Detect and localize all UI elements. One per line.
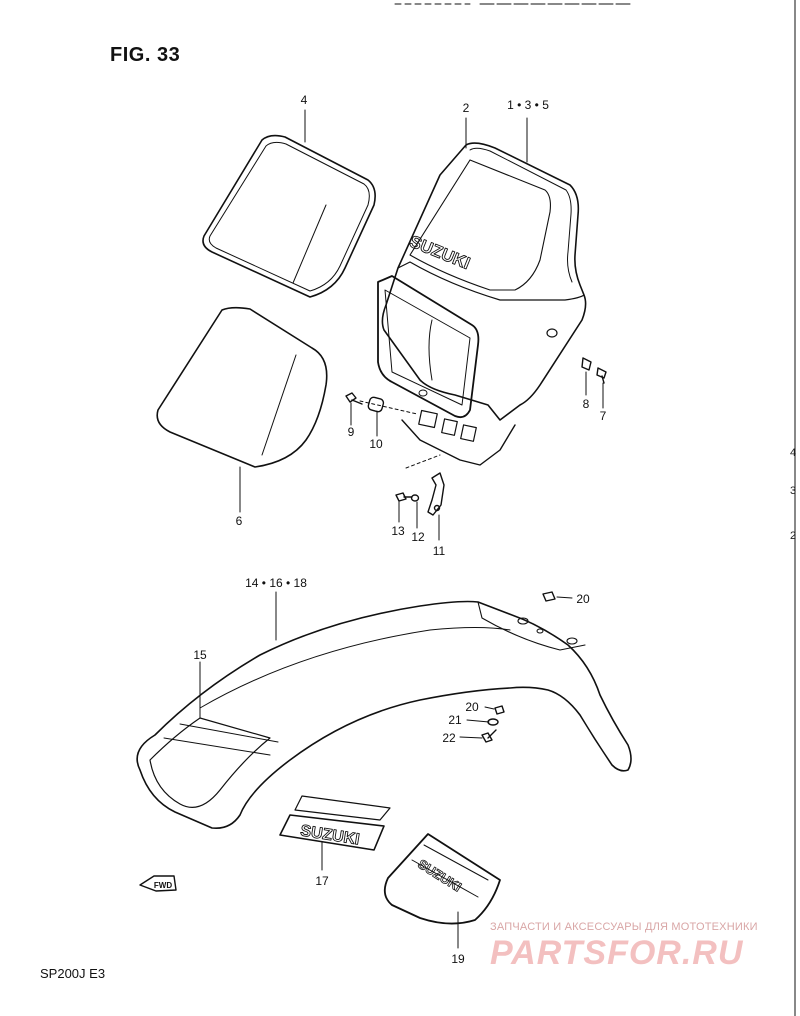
- callout-20-lower: 20: [465, 700, 479, 714]
- callout-2: 2: [463, 101, 470, 115]
- guide-lines: [359, 400, 441, 469]
- callout-12: 12: [411, 530, 425, 544]
- fwd-label: FWD: [154, 881, 172, 890]
- callout-13: 13: [391, 524, 405, 538]
- callout-22: 22: [442, 731, 456, 745]
- top-border: [394, 0, 796, 1016]
- watermark-caption: ЗАПЧАСТИ И АКСЕССУАРЫ ДЛЯ МОТОТЕХНИКИ: [490, 921, 758, 933]
- decal-19-brand: SUZUKI: [415, 856, 464, 894]
- part-17-decal: [279, 795, 391, 851]
- part-4-lens: [202, 134, 376, 298]
- watermark-logo: PARTSFOR.RU: [490, 934, 744, 972]
- callout-10: 10: [369, 437, 383, 451]
- cowl-brand: SUZUKI: [407, 232, 473, 273]
- callout-4: 4: [301, 93, 308, 107]
- callout-9: 9: [348, 425, 355, 439]
- edge-mark-2: 3: [790, 485, 797, 497]
- callout-8: 8: [583, 397, 590, 411]
- callout-1-3-5: 1 • 3 • 5: [507, 98, 549, 112]
- callouts: 4 2 1 • 3 • 5 8 7 9 10 6 13 12 11 14 • 1…: [193, 93, 606, 966]
- hardware-bracket: [395, 472, 445, 516]
- model-code: SP200J E3: [40, 966, 106, 981]
- callout-14-16-18: 14 • 16 • 18: [245, 576, 307, 590]
- edge-mark-1: 4: [790, 447, 797, 459]
- edge-mark-3: 2: [790, 530, 797, 542]
- figure-title: FIG. 33: [110, 44, 181, 66]
- hardware-upper: [345, 357, 607, 413]
- callout-11: 11: [433, 544, 446, 558]
- leader-lines: [199, 109, 604, 949]
- callout-21: 21: [448, 713, 462, 727]
- callout-7: 7: [600, 409, 607, 423]
- callout-15: 15: [193, 648, 207, 662]
- callout-6: 6: [236, 514, 243, 528]
- callout-20-upper: 20: [576, 592, 590, 606]
- hardware-lower: [481, 591, 556, 743]
- fwd-arrow: [139, 875, 177, 892]
- callout-17: 17: [315, 874, 329, 888]
- decal-17-brand: SUZUKI: [299, 822, 360, 848]
- part-2-headlight-cowl: [377, 142, 587, 466]
- part-14-fender: [136, 600, 632, 830]
- part-6-panel: [156, 306, 328, 468]
- callout-19: 19: [451, 952, 465, 966]
- part-19-decal: [383, 833, 501, 925]
